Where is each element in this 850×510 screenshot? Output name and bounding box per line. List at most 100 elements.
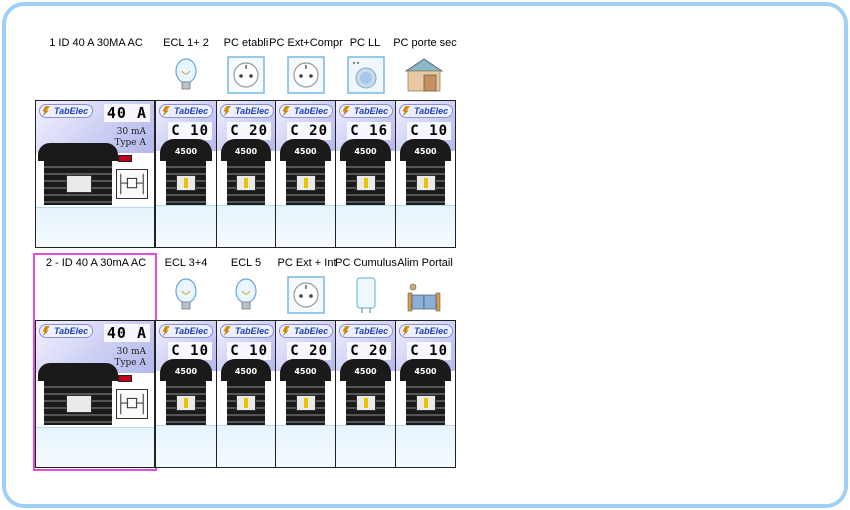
rating-display: 40 A [103,104,150,122]
sensitivity-text: 30 mA Type A [114,127,146,149]
breaker-module[interactable]: TabElec C 10 4500 [216,320,276,468]
breaker-label: PC Ext + Int [277,257,337,269]
breaker-lever[interactable] [227,161,265,205]
lever-area: 4500 [156,359,216,427]
lever-slot [176,175,196,191]
sensitivity-value: 30 mA [116,127,146,137]
lever-slot [355,175,376,191]
power-outlet-icon [287,276,325,314]
lever-slot [236,175,256,191]
lever-area: 4500 [276,139,335,207]
rating-display: C 10 [168,122,212,140]
breaker-lever[interactable] [227,381,265,425]
lever-area: 4500 [336,139,395,207]
power-outlet-icon [227,56,265,94]
rating-display: C 20 [347,342,391,360]
rating-display: C 10 [227,342,271,360]
breaker-label: ECL 1+ 2 [163,37,209,49]
breaker-lever[interactable] [166,381,206,425]
sensitivity-value: 30 mA [116,347,146,357]
breaker-label: PC Cumulus [335,257,397,269]
gate-icon [407,283,441,312]
breaker-label: PC LL [349,37,381,49]
breaking-capacity: 4500 [174,147,198,156]
breaking-capacity: 4500 [174,367,198,376]
breaker-label: PC Ext+Compr [269,37,343,49]
rcd-lever[interactable] [44,381,112,425]
breaker-label: PC porte sec [393,37,457,49]
module-footer [156,205,216,247]
breaker-label: ECL 3+4 [164,257,208,269]
breaker-lever[interactable] [406,381,445,425]
test-button[interactable] [118,155,132,162]
brand-badge: TabElec [339,324,394,338]
rcd-module[interactable]: TabElec 40 A 30 mA Type A [35,100,155,248]
breaker-label: Alim Portail [397,257,453,269]
lever-cap: 4500 [221,139,271,161]
brand-badge: TabElec [39,324,94,338]
lever-cap: 4500 [280,139,331,161]
light-bulb-icon [235,278,257,310]
module-header: TabElec C 10 [156,321,216,371]
breaker-lever[interactable] [346,161,385,205]
module-footer [276,205,335,247]
breaker-module[interactable]: TabElec C 10 4500 [395,100,456,248]
breaking-capacity: 4500 [354,147,377,156]
rating-display: C 20 [287,342,331,360]
breaker-lever[interactable] [406,161,445,205]
rcd-module[interactable]: TabElec 40 A 30 mA Type A [35,320,155,468]
module-footer [217,425,275,467]
module-footer [36,427,154,467]
breaker-module[interactable]: TabElec C 10 4500 [155,100,217,248]
test-button[interactable] [118,375,132,382]
breaker-module[interactable]: TabElec C 16 4500 [335,100,396,248]
type-value: Type A [114,358,146,368]
lever-area: 4500 [156,139,216,207]
brand-badge: TabElec [220,324,275,338]
rating-display: C 20 [287,122,331,140]
rcd-body [36,363,154,425]
rcd-body [36,143,154,205]
lever-slot [355,395,376,411]
breaker-module[interactable]: TabElec C 10 4500 [155,320,217,468]
breaking-capacity: 4500 [234,147,258,156]
breaker-module[interactable]: TabElec C 10 4500 [395,320,456,468]
brand-badge: TabElec [339,104,394,118]
breaker-lever[interactable] [166,161,206,205]
lever-cap: 4500 [221,359,271,381]
breaker-module[interactable]: TabElec C 20 4500 [275,100,336,248]
washing-machine-icon [347,56,385,94]
lever-slot [176,395,196,411]
brand-badge: TabElec [159,104,214,118]
module-footer [336,425,395,467]
lever-cap: 4500 [340,139,391,161]
rating-display: 40 A [103,324,150,342]
module-footer [276,425,335,467]
module-footer [396,425,455,467]
breaking-capacity: 4500 [414,147,437,156]
module-footer [396,205,455,247]
lever-cap: 4500 [280,359,331,381]
lever-slot [415,395,436,411]
brand-badge: TabElec [159,324,214,338]
rcd-lever[interactable] [44,161,112,205]
module-footer [156,425,216,467]
brand-badge: TabElec [279,104,334,118]
breaker-lever[interactable] [286,161,325,205]
breaking-capacity: 4500 [414,367,437,376]
breaker-lever[interactable] [346,381,385,425]
rcd-cap [38,143,118,161]
breaker-lever[interactable] [286,381,325,425]
rating-display: C 10 [168,342,212,360]
lever-slot [295,175,316,191]
breaker-module[interactable]: TabElec C 20 4500 [335,320,396,468]
rcd-cap [38,363,118,381]
lever-area: 4500 [217,139,275,207]
lever-area: 4500 [217,359,275,427]
lever-cap: 4500 [160,359,212,381]
garage-icon [404,58,444,92]
breaker-module[interactable]: TabElec C 20 4500 [275,320,336,468]
light-bulb-icon [175,278,197,310]
water-heater-icon [356,277,376,313]
breaker-module[interactable]: TabElec C 20 4500 [216,100,276,248]
